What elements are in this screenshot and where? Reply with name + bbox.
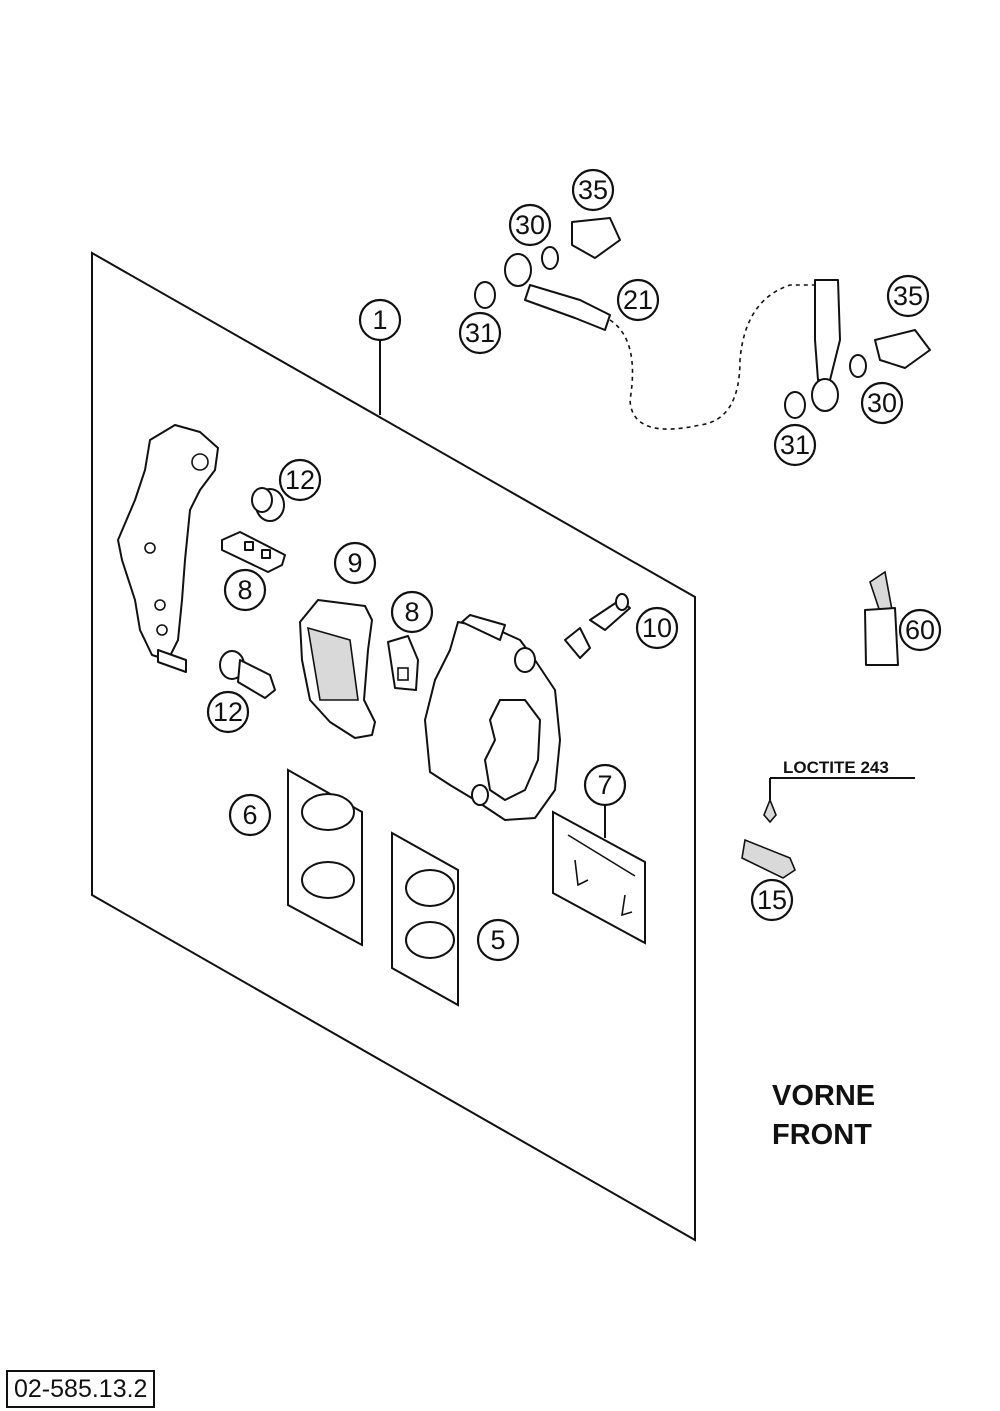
callout-1-label: 1 <box>372 305 387 335</box>
callout-12-bottom: 12 <box>206 690 250 734</box>
guide-pin-12-bottom <box>219 650 276 699</box>
caliper-kit-panel <box>91 251 696 1242</box>
callout-21-label: 21 <box>623 285 653 315</box>
callout-8-right: 8 <box>390 590 434 634</box>
brake-hose-21 <box>474 217 931 430</box>
callout-35-right: 35 <box>886 274 930 318</box>
callout-35-top: 35 <box>571 168 615 212</box>
callout-31-top: 31 <box>458 311 502 355</box>
callout-15: 15 <box>750 878 794 922</box>
callout-31-right: 31 <box>773 423 817 467</box>
callout-9-label: 9 <box>347 548 362 578</box>
label-vorne: VORNE <box>772 1080 875 1112</box>
callout-30-top: 30 <box>508 203 552 247</box>
seal-kit-5 <box>391 831 459 1007</box>
callout-5-label: 5 <box>490 925 505 955</box>
callout-12-top: 12 <box>278 458 322 502</box>
callout-7: 7 <box>583 763 627 807</box>
pin-kit-7 <box>552 805 646 945</box>
callout-10-label: 10 <box>642 613 672 643</box>
callout-6: 6 <box>228 793 272 837</box>
loctite-note: LOCTITE 243 <box>783 758 889 777</box>
callout-10: 10 <box>635 606 679 650</box>
bushing-12-top <box>251 487 285 522</box>
callout-35-top-label: 35 <box>578 175 608 205</box>
label-front: FRONT <box>772 1119 872 1151</box>
callout-9: 9 <box>333 541 377 585</box>
callout-15-label: 15 <box>757 885 787 915</box>
callout-31-top-label: 31 <box>465 318 495 348</box>
pad-spring-clip-8-left <box>221 531 286 573</box>
callout-8-right-label: 8 <box>404 597 419 627</box>
callout-30-right: 30 <box>860 381 904 425</box>
pad-spring-clip-8-right <box>387 635 419 691</box>
callout-5: 5 <box>476 918 520 962</box>
callout-60-label: 60 <box>905 615 935 645</box>
callout-35-right-label: 35 <box>893 281 923 311</box>
callout-8-left-label: 8 <box>237 575 252 605</box>
bleeder-valve-10 <box>564 593 631 659</box>
callout-60: 60 <box>898 608 942 652</box>
callout-8-left: 8 <box>223 568 267 612</box>
brake-pad-9 <box>299 599 376 739</box>
callout-6-label: 6 <box>242 800 257 830</box>
pistons-kit-6 <box>287 768 363 947</box>
callout-1: 1 <box>358 298 402 342</box>
caliper-bracket <box>117 424 219 673</box>
callout-30-right-label: 30 <box>867 388 897 418</box>
threadlock-bottle-60 <box>864 570 899 666</box>
caliper-body <box>424 614 561 821</box>
callout-21: 21 <box>616 278 660 322</box>
callout-31-right-label: 31 <box>780 430 810 460</box>
callout-30-top-label: 30 <box>515 210 545 240</box>
drawing-reference-number: 02-585.13.2 <box>6 1370 156 1408</box>
callout-12-bottom-label: 12 <box>213 697 243 727</box>
callout-7-label: 7 <box>597 770 612 800</box>
callout-12-top-label: 12 <box>285 465 315 495</box>
bolt-15 <box>741 777 915 879</box>
